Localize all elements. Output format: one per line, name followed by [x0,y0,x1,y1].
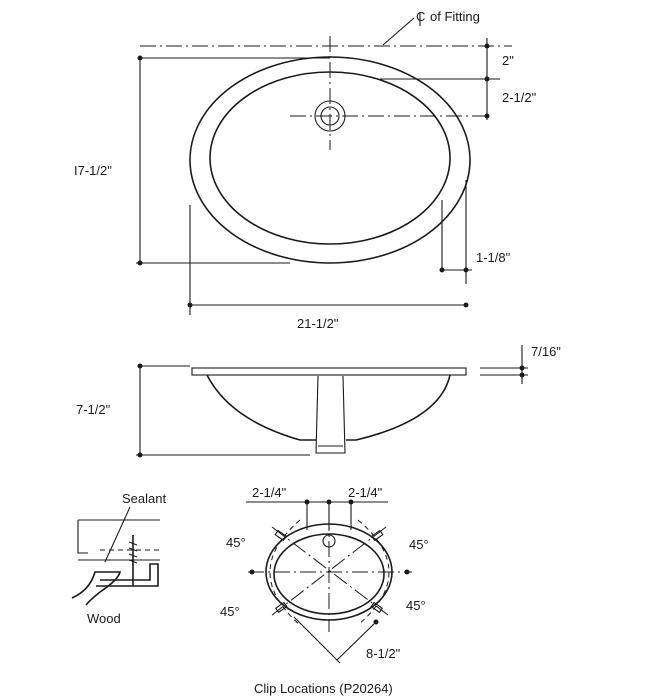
dim-dot [463,267,469,273]
mounting-clip [96,563,159,587]
dim-dot [519,365,525,371]
dim-7-half-label: 7-1/2" [76,402,111,417]
screw-thread [128,541,138,564]
dim-8-half-label: 8-1/2" [366,646,401,661]
clip-locations-caption: Clip Locations (P20264) [254,681,393,696]
clip-diagonal-a [271,526,389,616]
dim-21-half-label: 21-1/2" [297,316,339,331]
angle-arc-left [269,519,301,626]
dim-dot [404,569,410,575]
bowl-profile [206,374,451,441]
centerline-leader [382,17,415,46]
dim-left-2-1-4: 2-1/4" [252,485,287,500]
dim-dot [484,113,490,119]
mounting-detail: Sealant Wood [71,491,166,626]
wood-label: Wood [87,611,121,626]
dim-7-16-label: 7/16" [531,344,561,359]
angle-label-bottom-left: 45° [220,604,240,619]
clip-top-right [370,529,384,542]
dim-8-half-line [336,621,377,661]
centerline-label: of Fitting [430,9,480,24]
dim-dot [187,302,193,308]
dim-8-half-ext [293,616,341,664]
angle-label-bottom-right: 45° [406,598,426,613]
bowl-outer-rim [189,56,471,264]
dim-dot [137,260,143,266]
dim-dot [519,372,525,378]
dim-dot [373,619,379,625]
dim-dot [137,363,143,369]
clip-bottom-right [370,601,384,614]
clip-bottom-left [274,601,288,614]
clip-locations-view: 2-1/4" 2-1/4" 45° 45° 45° 45° [220,485,429,696]
dim-right-2-1-4: 2-1/4" [348,485,383,500]
side-view: 7-1/2" 7/16" [76,344,561,458]
centerline-symbol: C [416,9,425,24]
dim-2-half-label: 2-1/2" [502,90,537,105]
dim-17-half-label: I7-1/2" [74,163,112,178]
dim-dot [484,43,490,49]
dim-dot [137,452,143,458]
sealant-label: Sealant [122,491,166,506]
dim-dot [439,267,445,273]
dim-dot [463,302,469,308]
countertop-section [77,519,160,561]
sink-rim-section [71,571,122,606]
bowl-inner-edge [209,71,451,245]
sealant-leader [104,506,131,563]
dim-dot [484,76,490,82]
drain-outlet [315,375,346,454]
dim-dot [137,55,143,61]
angle-label-top-left: 45° [226,535,246,550]
sink-rim [191,367,467,376]
clip-top-left [274,529,288,542]
top-view: C of Fitting I7-1/2" 2" 2-1/2" 1-1/8 [74,9,537,331]
dim-2-label: 2" [502,53,514,68]
dim-1-1-8-label: 1-1/8" [476,250,511,265]
dim-dot [249,569,255,575]
angle-arc-right [357,519,390,626]
angle-label-top-right: 45° [409,537,429,552]
